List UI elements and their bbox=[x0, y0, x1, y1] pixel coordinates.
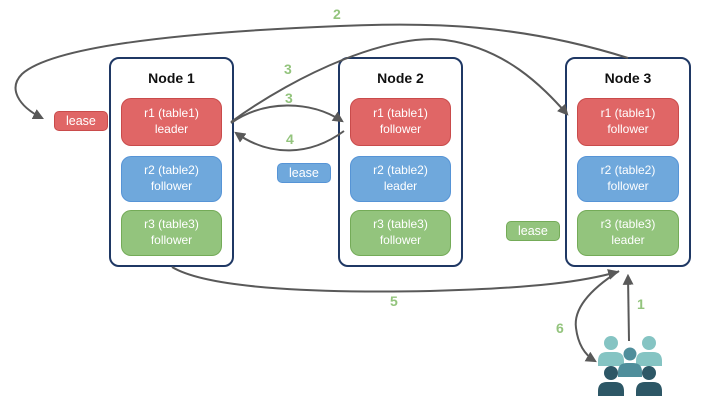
arrow-step-1-request-to-node3 bbox=[622, 273, 634, 342]
replica-role: leader bbox=[154, 122, 189, 136]
step-label-5: 5 bbox=[390, 293, 398, 309]
replica-name: r2 (table2) bbox=[373, 163, 428, 178]
node-3-replica-r2: r2 (table2) follower bbox=[577, 156, 679, 202]
step-label-6: 6 bbox=[556, 320, 564, 336]
replica-name: r1 (table1) bbox=[600, 106, 656, 121]
replica-role: follower bbox=[607, 122, 649, 136]
replica-role: follower bbox=[379, 233, 422, 247]
arrow-step-5-node1-to-node3 bbox=[171, 266, 620, 293]
arrow-step-3-leader-to-node2-follower bbox=[230, 104, 344, 124]
replica-role: leader bbox=[611, 233, 645, 247]
lease-badge-r1: lease bbox=[54, 111, 108, 131]
step-label-1: 1 bbox=[637, 296, 645, 312]
arrow-step-6-node3-to-users bbox=[574, 270, 620, 363]
node-3: Node 3 r1 (table1) follower r2 (table2) … bbox=[565, 57, 691, 267]
replica-role: follower bbox=[150, 179, 193, 193]
step-label-2: 2 bbox=[333, 6, 341, 22]
node-3-replica-r1: r1 (table1) follower bbox=[577, 98, 679, 146]
replica-name: r2 (table2) bbox=[600, 163, 656, 178]
replica-name: r3 (table3) bbox=[373, 217, 428, 232]
node-2-replica-r2: r2 (table2) leader bbox=[350, 156, 451, 202]
replica-name: r1 (table1) bbox=[144, 106, 199, 121]
node-1: Node 1 r1 (table1) leader r2 (table2) fo… bbox=[109, 57, 234, 267]
node-1-title: Node 1 bbox=[148, 70, 195, 86]
users-group-icon bbox=[598, 336, 662, 396]
replica-name: r3 (table3) bbox=[600, 217, 656, 232]
node-1-replica-r2: r2 (table2) follower bbox=[121, 156, 222, 202]
lease-badge-r2: lease bbox=[277, 163, 331, 183]
arrow-step-2-node3-to-leaseholder bbox=[14, 23, 629, 119]
step-label-3a: 3 bbox=[284, 61, 292, 77]
replica-role: leader bbox=[383, 179, 418, 193]
replica-name: r1 (table1) bbox=[373, 106, 428, 121]
replica-role: follower bbox=[379, 122, 422, 136]
step-label-4: 4 bbox=[286, 131, 294, 147]
replica-name: r3 (table3) bbox=[144, 217, 199, 232]
node-2-replica-r3: r3 (table3) follower bbox=[350, 210, 451, 256]
lease-badge-r3: lease bbox=[506, 221, 560, 241]
step-label-3b: 3 bbox=[285, 90, 293, 106]
node-1-replica-r1: r1 (table1) leader bbox=[121, 98, 222, 146]
node-3-title: Node 3 bbox=[604, 70, 652, 86]
node-2: Node 2 r1 (table1) follower r2 (table2) … bbox=[338, 57, 463, 267]
node-3-replica-r3: r3 (table3) leader bbox=[577, 210, 679, 256]
node-2-replica-r1: r1 (table1) follower bbox=[350, 98, 451, 146]
replica-role: follower bbox=[150, 233, 193, 247]
node-2-title: Node 2 bbox=[377, 70, 424, 86]
replica-role: follower bbox=[607, 179, 649, 193]
replica-name: r2 (table2) bbox=[144, 163, 199, 178]
node-1-replica-r3: r3 (table3) follower bbox=[121, 210, 222, 256]
